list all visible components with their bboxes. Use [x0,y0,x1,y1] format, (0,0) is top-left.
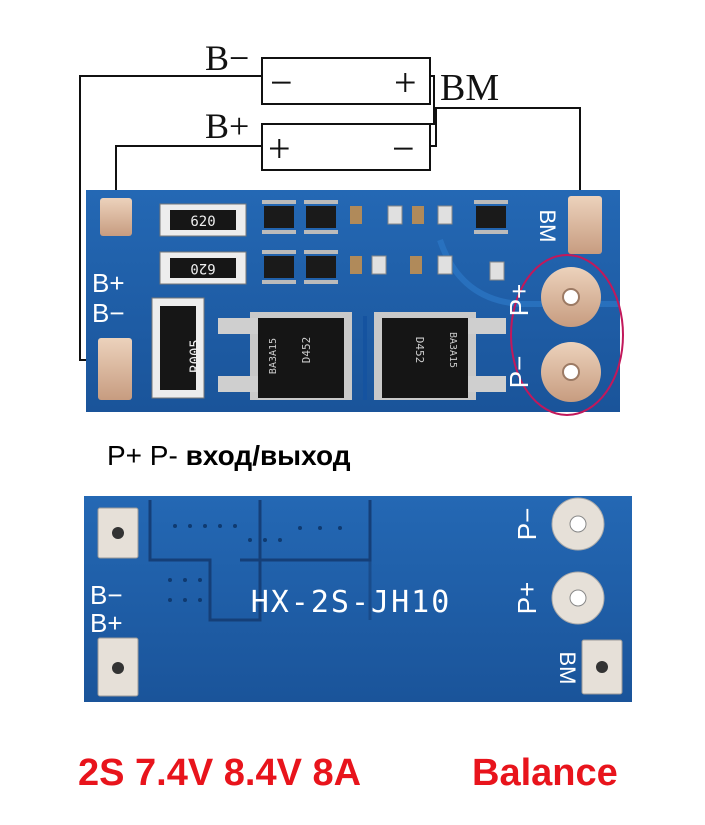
pin-caption-pins: P+ P- [107,440,178,471]
label-bm: BM [440,67,499,109]
balance-text: Balance [472,752,618,794]
cell-2-neg-sign: − [392,126,415,171]
spec-text: 2S 7.4V 8.4V 8A [78,752,362,794]
cell-1-pos-sign: + [394,60,417,105]
mosfet-1-sub: BA3A15 [268,338,279,374]
wire-bm [430,107,581,200]
ic-row-2 [262,250,505,284]
label-b-plus: B+ [205,106,249,146]
top-board: 620 620 [86,190,624,416]
silk-bm-rear: BM [555,652,580,685]
silk-b-minus-rear: B− [90,580,123,610]
bottom-board: HX-2S-JH10 B− B+ P− P+ BM [84,496,632,702]
resistor-2-label: 620 [190,260,215,276]
mosfet-1: D452 BA3A15 [218,312,352,400]
pin-caption-description: вход/выход [185,440,351,471]
mosfet-1-label: D452 [300,337,313,364]
highlight-circle [510,254,624,416]
silk-p-plus: P+ [504,284,534,317]
pin-caption: P+ P- вход/выход [107,440,350,472]
cell-1-neg-sign: − [270,60,293,105]
mosfet-2-sub: BA3A15 [447,332,458,368]
diagram-labels: B− − + BM B+ + − [205,38,499,171]
pad-b-minus [98,338,132,400]
shunt-label: R005 [188,339,204,373]
label-b-minus: B− [205,38,249,78]
wiring-diagram [79,57,581,361]
pad-b-plus [100,198,132,236]
board-model: HX-2S-JH10 [251,585,452,620]
silk-b-minus: B− [92,298,125,328]
resistor-1-label: 620 [190,214,215,230]
mosfet-2: D452 BA3A15 [374,312,506,400]
ic-row-1 [262,200,508,234]
silk-b-plus-rear: B+ [90,608,123,638]
cell-2-pos-sign: + [268,126,291,171]
silk-b-plus: B+ [92,268,125,298]
silk-p-plus-rear: P+ [512,582,542,615]
bottom-pcb [84,496,632,702]
pad-bm [568,196,602,254]
silk-bm: BM [535,210,560,243]
silk-p-minus-rear: P− [512,508,542,541]
wire-b-plus [115,145,262,208]
cell-1-box [261,57,431,105]
mosfet-2-label: D452 [413,337,426,364]
silk-p-minus: P− [504,356,534,389]
